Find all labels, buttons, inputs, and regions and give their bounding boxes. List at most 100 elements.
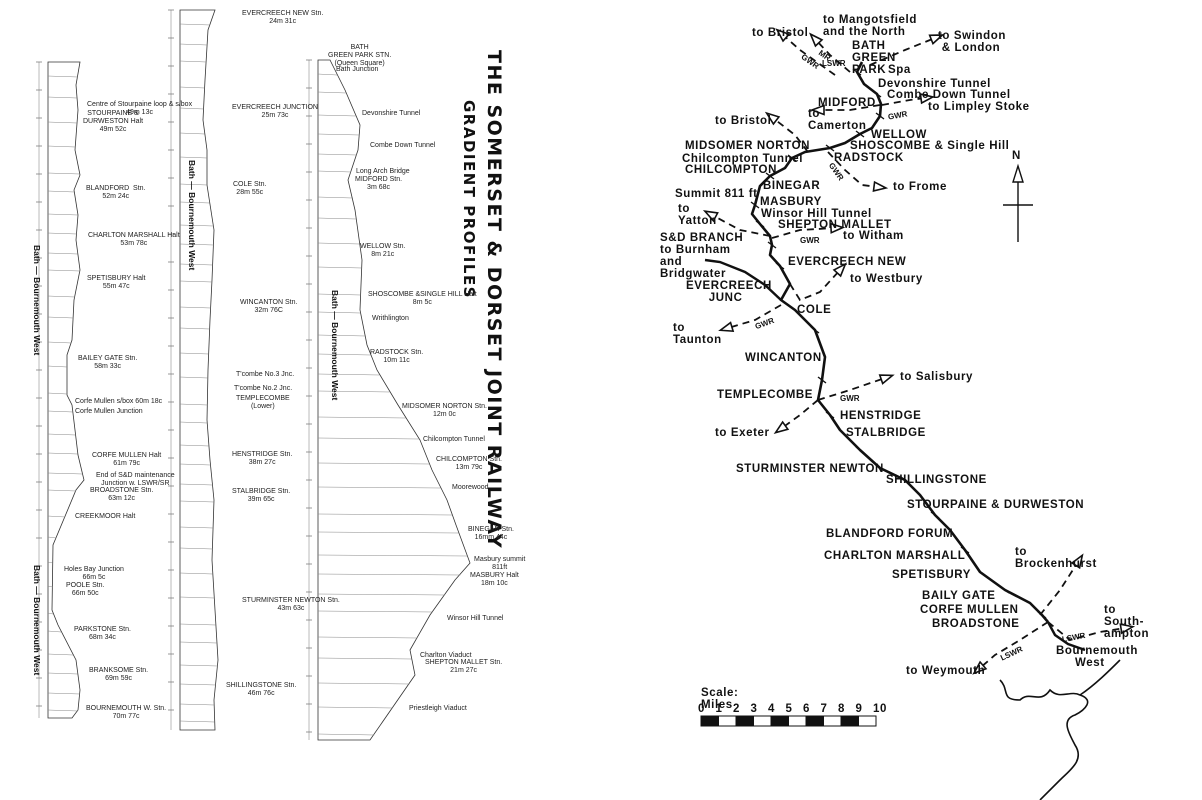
gradient-change-line bbox=[179, 623, 216, 626]
connecting-line-dashed bbox=[771, 227, 836, 239]
direction-arrow-icon bbox=[872, 180, 889, 192]
profile-station-label: Masbury summit 811ft bbox=[474, 556, 526, 571]
gradient-change-line bbox=[317, 554, 468, 557]
map-place-label: SHEPTON MALLET bbox=[778, 219, 892, 231]
gradient-change-line bbox=[179, 720, 215, 723]
direction-arrow-icon bbox=[773, 420, 790, 435]
direction-arrow-icon bbox=[829, 222, 846, 234]
gradient-change-line bbox=[317, 593, 446, 596]
profile-station-label: Writhlington bbox=[372, 315, 409, 322]
gradient-change-line bbox=[317, 242, 360, 245]
gradient-change-line bbox=[47, 672, 78, 675]
north-label: N bbox=[1012, 150, 1021, 162]
gradient-change-line bbox=[317, 293, 361, 296]
coastline bbox=[999, 659, 1121, 800]
north-arrow-head-icon bbox=[1012, 163, 1024, 183]
scale-label: Scale: Miles bbox=[701, 687, 739, 711]
railway-company-label: LSWR bbox=[822, 59, 846, 68]
gradient-change-line bbox=[317, 706, 393, 709]
axis-label: Bath — Bournemouth West bbox=[187, 160, 197, 271]
gradient-change-line bbox=[317, 91, 346, 94]
gradient-change-line bbox=[47, 392, 68, 395]
profile-station-label: End of S&D maintenance Junction w. LSWR/… bbox=[96, 472, 175, 487]
gradient-change-line bbox=[179, 352, 209, 355]
scale-bar-segment bbox=[770, 715, 789, 727]
connecting-line-dashed bbox=[772, 117, 809, 153]
map-place-label: CHARLTON MARSHALL bbox=[824, 550, 966, 562]
map-place-label: CHILCOMPTON bbox=[685, 164, 777, 176]
gradient-change-line bbox=[317, 513, 453, 516]
profile-station-label: SHEPTON MALLET Stn. 21m 27c bbox=[425, 659, 503, 674]
map-place-label: EVERCREECH JUNC bbox=[686, 280, 772, 304]
gradient-change-line bbox=[317, 334, 366, 337]
connecting-line-dashed bbox=[789, 269, 841, 302]
gradient-change-line bbox=[179, 596, 215, 599]
profile-station-label: Corfe Mullen Junction bbox=[75, 408, 143, 415]
direction-arrow-icon bbox=[702, 210, 719, 223]
map-place-label: to Swindon & London bbox=[938, 30, 1006, 54]
profile-station-label: Holes Bay Junction 66m 5c bbox=[64, 566, 124, 581]
gradient-change-line bbox=[317, 353, 371, 356]
gradient-change-line bbox=[47, 433, 76, 436]
scale-tick-label: 10 bbox=[873, 703, 887, 715]
map-place-label: Devonshire Tunnel bbox=[878, 78, 991, 90]
scale-bar-segment bbox=[735, 715, 754, 727]
profile-station-label: RADSTOCK Stn. 10m 11c bbox=[370, 349, 424, 364]
gradient-change-line bbox=[317, 114, 356, 117]
map-place-label: to Brockenhurst bbox=[1015, 546, 1097, 570]
gradient-change-line bbox=[179, 156, 208, 159]
title: THE SOMERSET & DORSET JOINT RAILWAY bbox=[483, 50, 505, 550]
gradient-change-line bbox=[47, 709, 79, 712]
direction-arrow-icon bbox=[809, 104, 825, 116]
connecting-line-dashed bbox=[711, 214, 771, 237]
bournemouth-line bbox=[1046, 621, 1086, 652]
map-place-label: to Frome bbox=[893, 181, 947, 193]
gradient-change-line bbox=[47, 410, 73, 413]
profile-station-label: BROADSTONE Stn. 63m 12c bbox=[90, 487, 154, 502]
map-place-label: to Taunton bbox=[673, 322, 722, 346]
gradient-change-line bbox=[317, 73, 338, 76]
gradient-change-line bbox=[317, 682, 410, 685]
station-tick bbox=[755, 220, 765, 228]
gradient-change-line bbox=[47, 489, 77, 492]
profile-station-label: WELLOW Stn. 8m 21c bbox=[360, 243, 406, 258]
gradient-change-line bbox=[47, 96, 77, 99]
gradient-change-line bbox=[47, 692, 80, 695]
map-place-label: Chilcompton Tunnel bbox=[682, 153, 804, 165]
gradient-change-line bbox=[317, 486, 441, 489]
scale-tick-label: 2 bbox=[733, 703, 740, 715]
gradient-change-line bbox=[179, 224, 214, 227]
gradient-change-line bbox=[47, 536, 57, 539]
gradient-change-line bbox=[47, 269, 81, 272]
map-place-label: Summit 811 ft bbox=[675, 188, 758, 200]
gradient-change-line bbox=[179, 263, 213, 266]
profile-station-label: Moorewood bbox=[452, 484, 489, 491]
station-tick bbox=[767, 241, 777, 249]
axis-label: Bath — Bournemouth West bbox=[32, 565, 42, 676]
gradient-profile-3 bbox=[317, 59, 471, 741]
gradient-change-line bbox=[47, 232, 77, 235]
map-place-label: TEMPLECOMBE bbox=[717, 389, 814, 401]
station-tick bbox=[775, 262, 785, 270]
gradient-change-line bbox=[47, 653, 73, 656]
station-tick bbox=[960, 546, 970, 554]
gradient-change-line bbox=[179, 201, 210, 204]
map-place-label: STURMINSTER NEWTON bbox=[736, 463, 884, 475]
map-place-label: BAILY GATE bbox=[922, 590, 996, 602]
gradient-change-line bbox=[47, 145, 76, 148]
gradient-change-line bbox=[47, 316, 74, 319]
profile-station-label: Bath Junction bbox=[336, 66, 379, 73]
map-place-label: to Limpley Stoke bbox=[928, 101, 1030, 113]
map-place-label: SHILLINGSTONE bbox=[886, 474, 987, 486]
profile-station-label: CHARLTON MARSHALL Halt 53m 78c bbox=[88, 232, 180, 247]
profile-station-label: MASBURY Halt 18m 10c bbox=[470, 572, 519, 587]
gradient-change-line bbox=[179, 60, 207, 63]
gradient-change-line bbox=[179, 43, 208, 46]
connecting-line-dashed bbox=[869, 37, 936, 66]
direction-arrow-icon bbox=[928, 34, 945, 46]
gradient-change-line bbox=[179, 376, 208, 379]
map-place-label: WINCANTON bbox=[745, 352, 822, 364]
railway-company-label: GWR bbox=[840, 394, 860, 403]
map-place-label: to Weymouth bbox=[906, 665, 986, 677]
scale-tick-label: 4 bbox=[768, 703, 775, 715]
